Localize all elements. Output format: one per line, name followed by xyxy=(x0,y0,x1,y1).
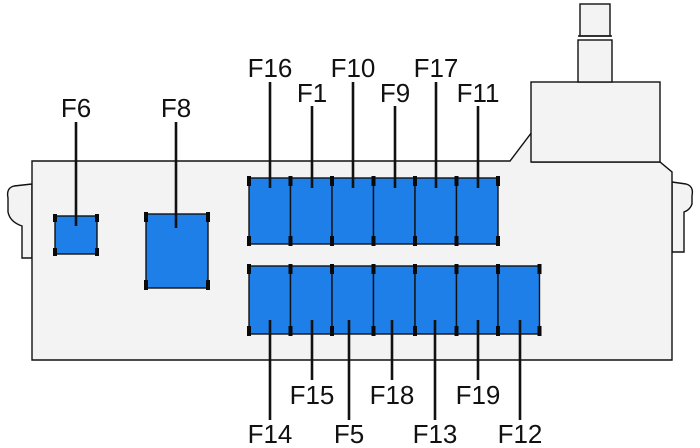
fuse-f9 xyxy=(371,176,417,246)
connector-stem xyxy=(577,39,613,83)
label-f17: F17 xyxy=(414,53,459,83)
relay-block xyxy=(530,81,661,163)
label-f10: F10 xyxy=(331,53,376,83)
right-mounting-tab xyxy=(671,181,694,253)
connector-head xyxy=(579,3,611,37)
label-f12: F12 xyxy=(498,419,543,448)
label-f14: F14 xyxy=(248,419,293,448)
label-f5: F5 xyxy=(334,419,364,448)
left-mounting-tab xyxy=(6,183,33,259)
label-f15: F15 xyxy=(290,380,335,410)
label-f9: F9 xyxy=(380,78,410,108)
label-f8: F8 xyxy=(161,93,191,123)
bottom-fuse-row xyxy=(247,264,542,336)
label-f11: F11 xyxy=(457,78,500,108)
label-f6: F6 xyxy=(61,93,91,123)
fuse-f16 xyxy=(247,176,293,246)
label-f1: F1 xyxy=(297,78,327,108)
fuse-f11 xyxy=(454,176,500,246)
label-f13: F13 xyxy=(413,419,458,448)
fuse-f18 xyxy=(371,264,417,336)
label-f19: F19 xyxy=(456,380,501,410)
label-f16: F16 xyxy=(248,53,293,83)
fuse-f5 xyxy=(330,264,376,336)
top-fuse-row xyxy=(247,176,500,246)
label-f18: F18 xyxy=(370,380,415,410)
fuse-f17 xyxy=(413,176,459,246)
fuse-f8 xyxy=(144,212,210,290)
